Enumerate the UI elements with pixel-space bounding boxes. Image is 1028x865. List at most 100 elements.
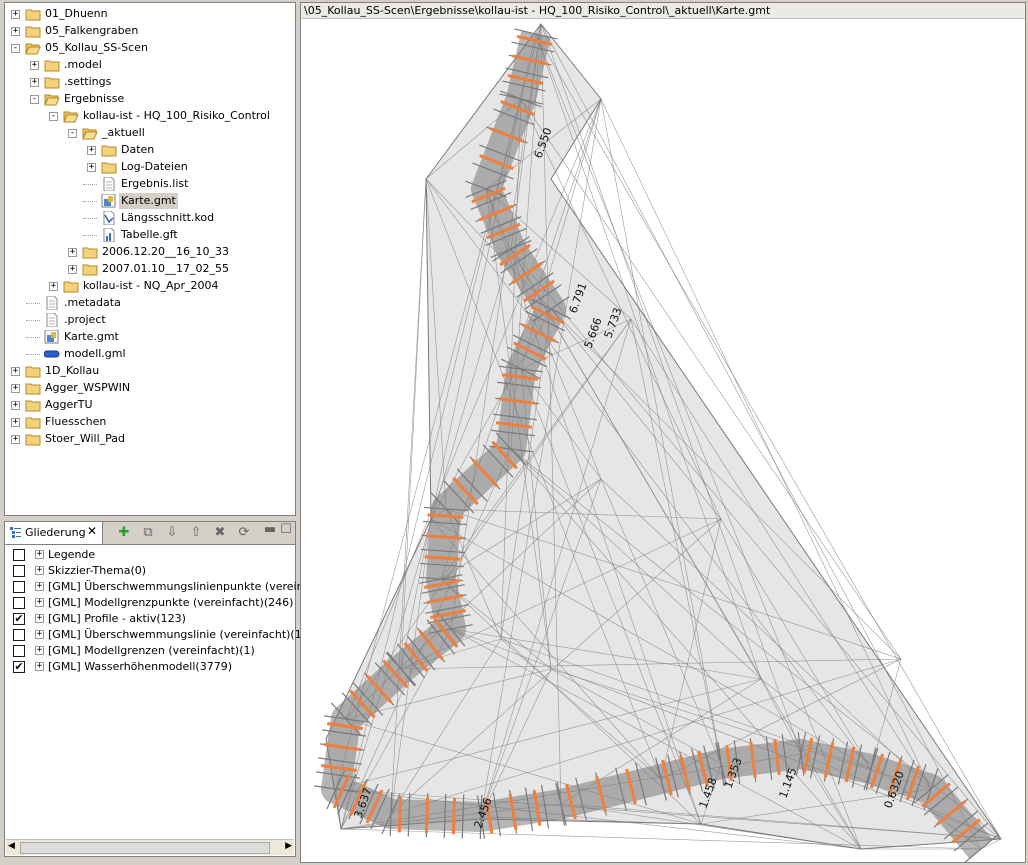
close-icon[interactable]: ✕	[87, 524, 98, 538]
profile-line	[418, 630, 444, 660]
properties-icon[interactable]: ⧉	[143, 525, 153, 540]
tree-item[interactable]: -kollau-ist - HQ_100_Risiko_Control	[5, 108, 295, 124]
tree-item[interactable]: +Daten	[5, 142, 295, 158]
checkbox[interactable]	[13, 549, 25, 561]
expand-icon[interactable]: +	[11, 417, 20, 427]
checkbox[interactable]	[13, 629, 25, 641]
file-icon	[101, 176, 117, 192]
horizontal-scrollbar[interactable]: ◀ ▶	[6, 839, 294, 855]
tab-gliederung[interactable]: Gliederung ✕	[5, 522, 103, 544]
map-icon	[101, 193, 117, 208]
move-down-icon[interactable]: ⇩	[166, 525, 178, 540]
tree-item[interactable]: -05_Kollau_SS-Scen	[5, 40, 295, 56]
expand-icon[interactable]: +	[68, 264, 77, 274]
collapse-icon[interactable]: -	[68, 128, 77, 138]
expand-icon[interactable]: +	[68, 247, 77, 257]
checkbox[interactable]	[13, 645, 25, 657]
expand-icon[interactable]: +	[11, 26, 20, 36]
tree-item[interactable]: +kollau-ist - NQ_Apr_2004	[5, 278, 295, 294]
layer-item[interactable]: +Skizzier-Thema(0)	[9, 563, 293, 579]
tree-connector	[26, 337, 40, 338]
expand-icon[interactable]: +	[87, 145, 96, 155]
layer-item[interactable]: +[GML] Überschwemmungslinie (vereinfacht…	[9, 627, 306, 643]
tree-item[interactable]: +Log-Dateien	[5, 159, 295, 175]
tree-item[interactable]: +Agger_WSPWIN	[5, 380, 295, 396]
tree-item[interactable]: +Fluesschen	[5, 414, 295, 430]
expand-icon[interactable]: +	[11, 9, 20, 19]
layer-item[interactable]: +[GML] Überschwemmungslinienpunkte (vere…	[9, 579, 336, 595]
expand-icon[interactable]: +	[11, 434, 20, 444]
add-icon[interactable]: ✚	[118, 525, 130, 540]
checkbox[interactable]	[13, 565, 25, 577]
tree-item[interactable]: Karte.gmt	[5, 193, 295, 209]
mesh-edge	[335, 788, 862, 850]
tree-item[interactable]: +Stoer_Will_Pad	[5, 431, 295, 447]
expand-icon[interactable]: +	[49, 281, 58, 291]
tree-item[interactable]: Karte.gmt	[5, 329, 295, 345]
layer-item[interactable]: +[GML] Modellgrenzpunkte (vereinfacht)(2…	[9, 595, 293, 611]
move-up-icon[interactable]: ⇧	[190, 525, 202, 540]
maximize-icon[interactable]: ☐	[280, 522, 292, 537]
profile-line	[424, 797, 430, 834]
layer-item[interactable]: +Legende	[9, 547, 293, 563]
expand-icon[interactable]: +	[35, 597, 44, 607]
tree-item[interactable]: .metadata	[5, 295, 295, 311]
scroll-thumb[interactable]	[20, 842, 270, 854]
tree-item[interactable]: +AggerTU	[5, 397, 295, 413]
expand-icon[interactable]: +	[11, 366, 20, 376]
collapse-icon[interactable]: -	[30, 94, 39, 104]
checkbox[interactable]	[13, 597, 25, 609]
layer-item[interactable]: ✔+[GML] Profile - aktiv(123)	[9, 611, 293, 627]
tree-item[interactable]: +01_Dhuenn	[5, 6, 295, 22]
mesh-edge	[600, 478, 932, 790]
refresh-icon[interactable]: ⟳	[238, 525, 250, 540]
layer-item[interactable]: +[GML] Modellgrenzen (vereinfacht)(1)	[9, 643, 293, 659]
collapse-icon[interactable]: -	[11, 43, 20, 53]
tree-item[interactable]: +2007.01.10__17_02_55	[5, 261, 295, 277]
tree-item[interactable]: +05_Falkengraben	[5, 23, 295, 39]
checkbox-checked[interactable]: ✔	[13, 612, 25, 625]
expand-icon[interactable]: +	[87, 162, 96, 172]
map-icon	[44, 329, 60, 344]
profile-line	[697, 750, 709, 787]
layer-item[interactable]: ✔+[GML] Wasserhöhenmodell(3779)	[9, 659, 293, 675]
tree-item[interactable]: +.settings	[5, 74, 295, 90]
tree-item[interactable]: modell.gml	[5, 346, 295, 362]
expand-icon[interactable]: +	[35, 661, 44, 671]
file-icon	[44, 312, 60, 328]
remove-icon[interactable]: ✖	[214, 525, 226, 540]
scroll-right-icon[interactable]: ▶	[285, 841, 292, 851]
tree-item[interactable]: Tabelle.gft	[5, 227, 295, 243]
profile-line	[430, 608, 466, 620]
expand-icon[interactable]: +	[35, 629, 44, 639]
tab-label: Gliederung	[25, 526, 86, 539]
tree-item[interactable]: Längsschnitt.kod	[5, 210, 295, 226]
expand-icon[interactable]: +	[11, 383, 20, 393]
mesh-edge	[450, 628, 762, 680]
tree-item[interactable]: +.model	[5, 57, 295, 73]
expand-icon[interactable]: +	[35, 581, 44, 591]
checkbox-checked[interactable]: ✔	[13, 660, 25, 673]
scroll-left-icon[interactable]: ◀	[8, 841, 15, 851]
expand-icon[interactable]: +	[11, 400, 20, 410]
channel-band	[321, 30, 993, 859]
minimize-icon[interactable]: ▬	[263, 522, 277, 537]
tree-item[interactable]: -_aktuell	[5, 125, 295, 141]
expand-icon[interactable]: +	[35, 613, 44, 623]
tree-item[interactable]: Ergebnis.list	[5, 176, 295, 192]
checkbox[interactable]	[13, 581, 25, 593]
collapse-icon[interactable]: -	[49, 111, 58, 121]
mesh-edge	[480, 478, 602, 818]
tree-item[interactable]: +2006.12.20__16_10_33	[5, 244, 295, 260]
tree-connector	[83, 235, 97, 236]
expand-icon[interactable]: +	[30, 60, 39, 70]
tree-item[interactable]: +1D_Kollau	[5, 363, 295, 379]
tree-item[interactable]: .project	[5, 312, 295, 328]
expand-icon[interactable]: +	[35, 565, 44, 575]
tree-item[interactable]: -Ergebnisse	[5, 91, 295, 107]
expand-icon[interactable]: +	[30, 77, 39, 87]
expand-icon[interactable]: +	[35, 549, 44, 559]
mesh-edge	[535, 33, 862, 850]
expand-icon[interactable]: +	[35, 645, 44, 655]
